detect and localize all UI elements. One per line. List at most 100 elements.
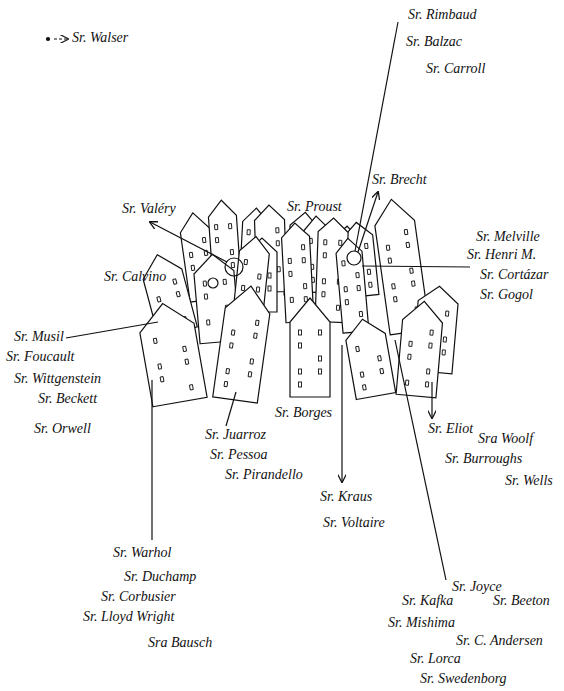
window [244,259,248,264]
window [410,268,414,273]
window [322,292,325,297]
window [255,320,259,325]
window [430,330,433,335]
street-label: Sra Bausch [148,635,212,651]
street-label: Sr. Borges [275,405,332,421]
window [443,337,446,342]
window [299,330,302,335]
street-label: Sr. Burroughs [445,451,522,467]
window [202,237,206,242]
window [276,228,279,233]
window [158,364,162,369]
window [319,356,322,361]
street-label: Sr. Swedenborg [420,671,507,687]
house-outline [335,237,369,333]
window [299,369,302,374]
street-label: Sr. Warhol [113,545,171,561]
window [319,369,322,374]
window [406,242,410,247]
house [396,300,444,398]
window [378,356,382,361]
window [362,385,366,390]
window [224,381,228,386]
window [299,382,302,387]
street-label: Sr. Wittgenstein [14,371,101,387]
street-label: Sr. Beckett [38,391,97,407]
circle-mark [347,251,361,265]
window [254,333,258,338]
window [203,281,206,286]
arrow [341,345,342,482]
street-label: Sr. Pirandello [225,467,303,483]
window [319,330,322,335]
street-label: Sr. Eliot [428,421,473,437]
window [442,350,445,355]
window [342,261,345,266]
window [268,286,271,291]
street-label: Sr. Kafka [402,593,453,609]
window [301,245,304,250]
house-outline [213,283,274,403]
street-label: Sr. Henri M. [467,247,536,263]
arrow [150,222,227,262]
window [405,380,408,385]
street-label: Sr. Orwell [34,421,91,437]
window [250,359,254,364]
street-label: Sr. Corbusier [101,589,176,605]
window [226,369,230,374]
window [231,262,234,267]
house [213,283,274,403]
street-label: Sr. Duchamp [124,569,196,585]
street-label: Sr. Proust [287,199,342,215]
window [185,359,189,364]
leader-line [355,22,398,251]
leader-line [66,322,158,338]
window [356,273,359,278]
window [367,269,371,274]
street-label: Sr. Foucault [6,349,74,365]
window [411,281,415,286]
window [173,279,177,285]
window [369,282,373,287]
house-outline [343,316,396,400]
window [426,369,429,374]
street-label: Sr. Valéry [122,201,176,217]
window [160,377,164,382]
house-outline [396,300,444,398]
leader-line [151,380,152,540]
window [429,343,432,348]
street-label: Sr. Lorca [410,651,461,667]
house [335,237,369,333]
dot [47,38,50,41]
window [339,240,342,245]
street-label: Sr. Kraus [320,489,372,505]
street-label: Sr. Gogol [480,287,533,303]
window [322,279,325,284]
window [153,338,157,343]
window [409,341,412,346]
street-label: Sr. C. Andersen [456,633,543,649]
window [241,285,245,290]
window [231,330,235,335]
window [408,354,411,359]
house-outline [290,298,330,397]
street-label: Sr. Wells [505,473,553,489]
window [323,253,326,258]
window [393,297,397,302]
window [157,297,161,303]
window [359,311,362,316]
window [228,224,231,229]
window [214,225,217,230]
window [336,305,339,310]
window [204,294,207,299]
street-label: Sr. Mishima [388,615,455,631]
window [356,346,360,351]
street-label: Sr. Carroll [426,61,485,77]
street-label: Sr. Joyce [452,579,502,595]
window [360,372,364,377]
house-outline [136,299,208,407]
window [404,229,408,234]
house [290,298,330,397]
street-label: Sr. Voltaire [323,515,385,531]
